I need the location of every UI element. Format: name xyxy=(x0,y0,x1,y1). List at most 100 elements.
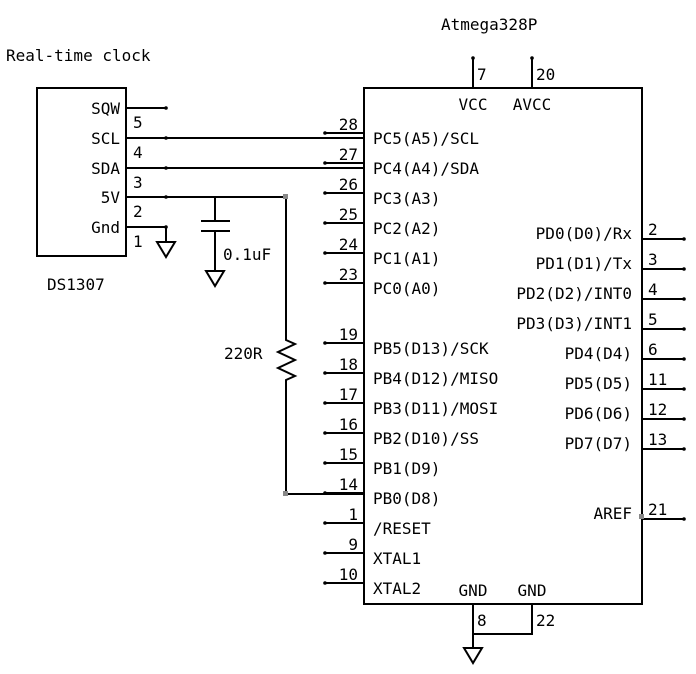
rtc-pin-number: 2 xyxy=(133,202,143,221)
mcu-left-pin-name: XTAL1 xyxy=(373,549,421,568)
mcu-left-pin-number: 24 xyxy=(339,235,358,254)
pin-end-dot xyxy=(682,327,686,331)
mcu-right-pin-name: PD5(D5) xyxy=(565,374,632,393)
mcu-left-pin-name: XTAL2 xyxy=(373,579,421,598)
mcu-left-pin-name: PB4(D12)/MISO xyxy=(373,369,498,388)
mcu-left-pin-number: 10 xyxy=(339,565,358,584)
mcu-bottom-pin-number: 8 xyxy=(477,611,487,630)
pin-end-dot xyxy=(323,431,327,435)
junction-aref xyxy=(639,514,644,519)
resistor-label: 220R xyxy=(224,344,263,363)
mcu-right-pin-number: 11 xyxy=(648,370,667,389)
mcu-left-pin-number: 25 xyxy=(339,205,358,224)
wire-5v xyxy=(126,196,287,335)
mcu-right-pin-name: PD7(D7) xyxy=(565,434,632,453)
resistor-220r xyxy=(275,335,364,495)
mcu-left-pin-number: 9 xyxy=(348,535,358,554)
mcu-left-pin-name: PC5(A5)/SCL xyxy=(373,129,479,148)
mcu-right-pin-number: 21 xyxy=(648,500,667,519)
mcu-left-pin-number: 27 xyxy=(339,145,358,164)
mcu-left-pin-name: PC0(A0) xyxy=(373,279,440,298)
pin-end-dot xyxy=(682,237,686,241)
mcu-left-pin-number: 16 xyxy=(339,415,358,434)
pin-end-dot xyxy=(323,161,327,165)
mcu-right-pin-name: PD2(D2)/INT0 xyxy=(516,284,632,303)
pin-end-dot xyxy=(682,357,686,361)
mcu-left-pin-number: 14 xyxy=(339,475,358,494)
pin-end-dot xyxy=(323,341,327,345)
mcu-left-pin-name: PC4(A4)/SDA xyxy=(373,159,479,178)
junction-5v xyxy=(283,194,288,199)
mcu-left-pin-number: 18 xyxy=(339,355,358,374)
pin-end-dot xyxy=(323,371,327,375)
rtc-pin-number: 5 xyxy=(133,113,143,132)
mcu-right-pin-number: 13 xyxy=(648,430,667,449)
rtc-pin-name: SDA xyxy=(91,159,120,178)
pin-end-dot xyxy=(323,401,327,405)
mcu-top-pin-number: 20 xyxy=(536,65,555,84)
mcu-left-pin-name: PB2(D10)/SS xyxy=(373,429,479,448)
mcu-left-pin-number: 17 xyxy=(339,385,358,404)
mcu-right-pin-name: PD0(D0)/Rx xyxy=(536,224,633,243)
mcu-ground-icon xyxy=(462,647,484,665)
mcu-left-pin-name: PC2(A2) xyxy=(373,219,440,238)
mcu-left-pin-name: PB0(D8) xyxy=(373,489,440,508)
mcu-right-pin-name: PD4(D4) xyxy=(565,344,632,363)
rtc-pin-name: SQW xyxy=(91,99,120,118)
pin-end-dot xyxy=(682,447,686,451)
pin-end-dot xyxy=(323,581,327,585)
mcu-right-pin-name: AREF xyxy=(593,504,632,523)
pin-end-dot xyxy=(682,297,686,301)
mcu-right-pin-number: 6 xyxy=(648,340,658,359)
mcu-left-pin-number: 28 xyxy=(339,115,358,134)
mcu-body xyxy=(363,87,643,605)
mcu-right-pin-number: 4 xyxy=(648,280,658,299)
pin-end-dot xyxy=(682,387,686,391)
mcu-left-pin-name: PC3(A3) xyxy=(373,189,440,208)
pin-end-dot xyxy=(323,491,327,495)
mcu-top-pin-number: 7 xyxy=(477,65,487,84)
mcu-left-pin-name: PB5(D13)/SCK xyxy=(373,339,489,358)
junction-pb0 xyxy=(283,491,288,496)
pin-end-dot xyxy=(530,56,534,60)
mcu-pins: 28PC5(A5)/SCL27PC4(A4)/SDA26PC3(A3)25PC2… xyxy=(323,56,686,630)
mcu-bottom-pin-name: GND xyxy=(518,581,547,600)
mcu-right-pin-number: 12 xyxy=(648,400,667,419)
mcu-bottom-pin-number: 22 xyxy=(536,611,555,630)
rtc-body xyxy=(36,87,127,257)
pin-end-dot xyxy=(682,417,686,421)
mcu-left-pin-number: 19 xyxy=(339,325,358,344)
mcu-left-pin-number: 1 xyxy=(348,505,358,524)
cap-label: 0.1uF xyxy=(223,245,271,264)
pin-end-dot xyxy=(471,56,475,60)
mcu-left-pin-number: 23 xyxy=(339,265,358,284)
mcu-part-label: Atmega328P xyxy=(441,15,537,34)
mcu-right-pin-name: PD1(D1)/Tx xyxy=(536,254,633,273)
rtc-title: Real-time clock xyxy=(6,46,151,65)
pin-end-dot xyxy=(323,191,327,195)
wire-rtc-gnd xyxy=(126,226,167,242)
mcu-top-pin-name: VCC xyxy=(459,95,488,114)
pin-end-dot xyxy=(323,221,327,225)
rtc-pin-number: 3 xyxy=(133,173,143,192)
mcu-right-pin-name: PD6(D6) xyxy=(565,404,632,423)
cap-ground-icon xyxy=(204,270,226,288)
mcu-top-pin-name: AVCC xyxy=(513,95,552,114)
pin-end-dot xyxy=(323,521,327,525)
mcu-right-pin-number: 3 xyxy=(648,250,658,269)
mcu-left-pin-name: /RESET xyxy=(373,519,431,538)
mcu-left-pin-name: PB1(D9) xyxy=(373,459,440,478)
pin-end-dot xyxy=(682,267,686,271)
mcu-right-pin-name: PD3(D3)/INT1 xyxy=(516,314,632,333)
mcu-right-pin-number: 2 xyxy=(648,220,658,239)
rtc-pin-number: 1 xyxy=(133,232,143,251)
wire-gnd-tie xyxy=(472,604,533,635)
rtc-pin-name: SCL xyxy=(91,129,120,148)
rtc-pin-name: Gnd xyxy=(91,218,120,237)
mcu-right-pin-number: 5 xyxy=(648,310,658,329)
mcu-left-pin-number: 26 xyxy=(339,175,358,194)
mcu-left-pin-number: 15 xyxy=(339,445,358,464)
rtc-ground-icon xyxy=(155,241,177,259)
